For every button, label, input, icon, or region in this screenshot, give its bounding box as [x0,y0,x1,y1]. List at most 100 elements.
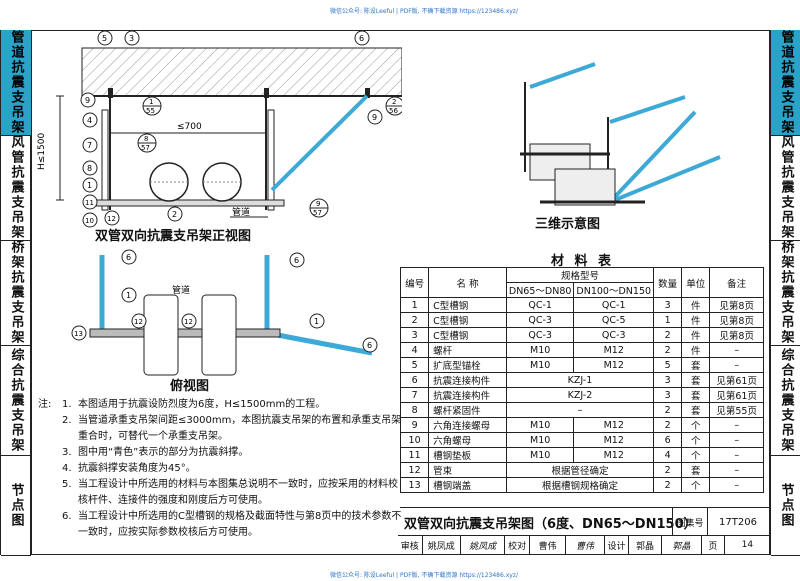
cell-qty: 4 [653,447,683,463]
cell-unit: 套 [681,462,711,478]
cell-no: 2 [399,312,430,328]
left-tab-combined[interactable]: 综合抗震支吊架 [1,345,31,456]
svg-text:4: 4 [87,116,92,125]
atlas-label: 图集号 [672,508,708,536]
svg-text:1: 1 [149,98,153,106]
notes-block: 注:1.本图适用于抗震设防烈度为6度，H≤1500mm的工程。 2.当管道承重支… [38,397,403,541]
cell-unit: 件 [681,327,711,343]
atlas-number: 17T206 [719,516,757,528]
cell-b: M12 [573,342,655,358]
right-tab-pipe[interactable]: 管道抗震支吊架 [771,30,800,136]
callout-5: 5 [97,30,113,46]
callout-3: 3 [124,30,140,46]
top-pipe-right [201,294,237,376]
svg-text:10: 10 [85,217,94,225]
cell-unit: 套 [681,357,711,373]
svg-text:6: 6 [359,34,364,43]
cell-no: 7 [399,387,430,403]
cell-remark: – [709,417,764,433]
cell-ab: 根据管径确定 [505,462,655,478]
left-tab-duct-label: 风管抗震支吊架 [8,135,24,240]
note-4: 抗震斜撑安装角度为45°。 [78,463,196,474]
svg-text:6: 6 [294,256,299,265]
bottom-channel [93,199,285,207]
top-view-drawing: 管道 6 1 12 12 13 1 6 6 [71,249,378,376]
cell-remark: 见第8页 [709,297,764,313]
cell-qty: 3 [653,297,683,313]
cell-no: 8 [399,402,430,418]
svg-text:2: 2 [392,98,396,106]
top-pipe-left [143,294,179,376]
cell-a: M10 [505,432,575,448]
cell-remark: – [709,357,764,373]
cell-unit: 个 [681,477,711,493]
top-callout-12a: 12 [131,313,147,329]
cell-remark: 见第55页 [709,402,764,418]
cell-name: 槽钢垫板 [428,447,507,463]
ref-9-57: 957 [309,198,329,218]
callout-9b: 9 [367,109,383,125]
cell-name: 抗震连接构件 [428,372,507,388]
right-tab-node[interactable]: 节点图 [771,455,800,556]
callout-8: 8 [82,160,98,176]
svg-text:6: 6 [126,253,131,262]
cell-remark: – [709,477,764,493]
note-6: 当工程设计中所选用的C型槽钢的规格及截面特性与第8页中的技术参数不一致时，应按实… [78,511,402,538]
cell-unit: 件 [681,342,711,358]
cell-qty: 6 [653,432,683,448]
cell-name: 抗震连接构件 [428,387,507,403]
right-tab-combined-label: 综合抗震支吊架 [778,347,794,453]
callout-11: 11 [82,194,98,210]
cell-b: M12 [573,447,655,463]
cell-a: M10 [505,417,575,433]
left-tab-duct[interactable]: 风管抗震支吊架 [1,135,31,241]
cell-no: 9 [399,417,430,433]
top-callout-1b: 1 [309,313,325,329]
seismic-brace-front [270,94,369,192]
cell-unit: 件 [681,297,711,313]
top-callout-13: 13 [71,325,87,341]
right-tab-node-label: 节点图 [778,482,794,528]
cell-unit: 套 [681,402,711,418]
cell-name: C型槽钢 [428,312,507,328]
top-callout-6c: 6 [289,252,305,268]
cell-name: 六角螺母 [428,432,507,448]
right-tab-tray[interactable]: 桥架抗震支吊架 [771,240,800,346]
right-section-index: 管道抗震支吊架 风管抗震支吊架 桥架抗震支吊架 综合抗震支吊架 节点图 [770,30,800,556]
cell-qty: 2 [653,402,683,418]
right-tab-tray-label: 桥架抗震支吊架 [778,240,794,345]
left-tab-tray[interactable]: 桥架抗震支吊架 [1,240,31,346]
svg-text:57: 57 [141,144,150,152]
right-tab-combined[interactable]: 综合抗震支吊架 [771,345,800,456]
left-tab-pipe[interactable]: 管道抗震支吊架 [1,30,31,136]
cell-unit: 套 [681,372,711,388]
cell-qty: 1 [653,312,683,328]
svg-text:9: 9 [316,200,320,208]
note-3: 图中用“青色”表示的部分为抗震斜撑。 [78,447,249,458]
cell-b: M12 [573,417,655,433]
left-tab-node[interactable]: 节点图 [1,455,31,556]
drawing-frame [30,30,770,555]
cell-remark: – [709,432,764,448]
top-callout-6a: 6 [121,249,137,265]
svg-text:5: 5 [102,34,107,43]
cell-qty: 3 [653,372,683,388]
top-callout-1a: 1 [121,287,137,303]
bottom-watermark-text: 微信公众号: 陈设Leeful | PDF版, 不确下载资源 https://1… [330,572,518,579]
top-watermark-text: 微信公众号: 陈设Leeful | PDF版, 不确下载资源 https://1… [330,8,518,15]
cell-no: 5 [399,357,430,373]
cell-qty: 2 [653,462,683,478]
cell-remark: – [709,342,764,358]
cell-b: QC-3 [573,327,655,343]
cell-remark: – [709,462,764,478]
right-tab-duct[interactable]: 风管抗震支吊架 [771,135,800,241]
cell-unit: 个 [681,417,711,433]
cell-qty: 5 [653,357,683,373]
